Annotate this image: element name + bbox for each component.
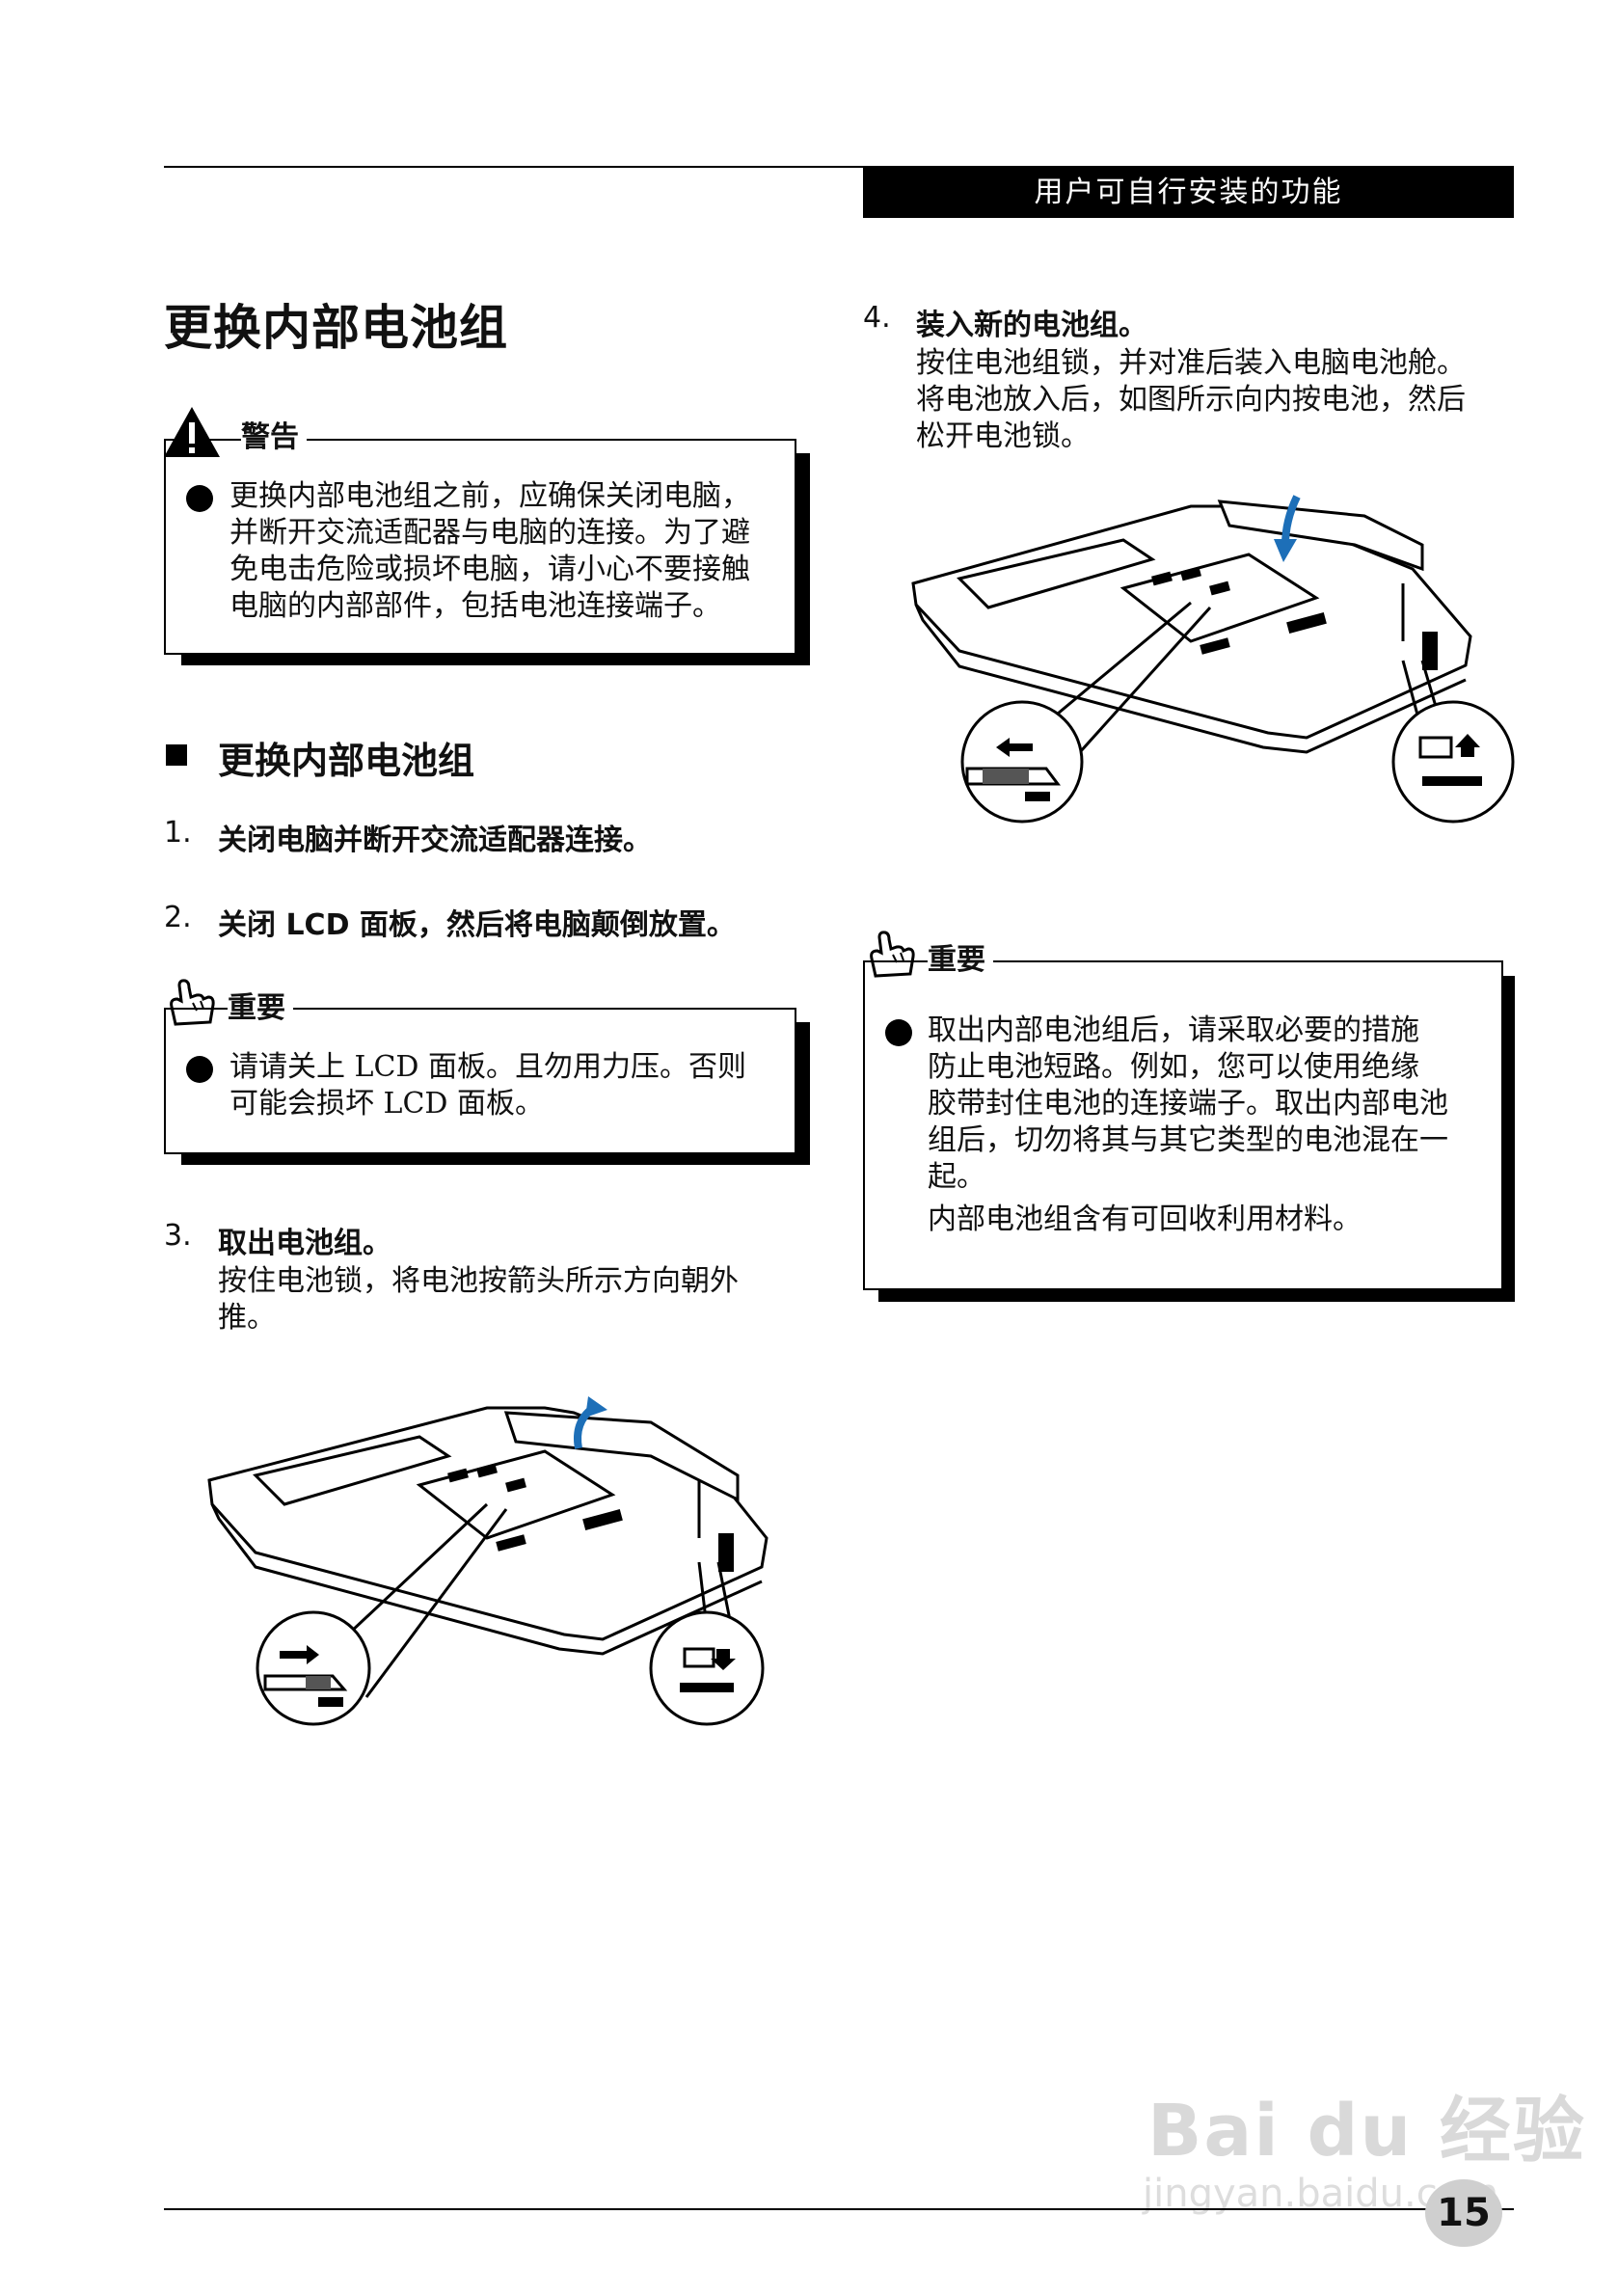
important-box-1 <box>164 1008 796 1154</box>
step-3-line: 推。 <box>218 1301 276 1335</box>
important-2-line: 取出内部电池组后，请采取必要的措施 <box>928 1013 1419 1047</box>
important-box-2-top-rule <box>993 960 1497 962</box>
step-4-body: 按住电池组锁，并对准后装入电脑电池舱。 将电池放入后，如图所示向内按电池，然后 … <box>916 345 1466 455</box>
important-1-text: 请请关上 LCD 面板。且勿用力压。否则 可能会损坏 LCD 面板。 <box>229 1049 746 1122</box>
warning-heading: 警告 <box>241 413 307 455</box>
hand-pointer-icon <box>170 979 215 1026</box>
step-3-line: 按住电池锁，将电池按箭头所示方向朝外 <box>218 1264 739 1298</box>
step-1-number: 1. <box>164 816 192 850</box>
header-rule <box>164 166 1514 168</box>
important-2-heading: 重要 <box>928 935 993 978</box>
step-4-number: 4. <box>863 301 891 335</box>
step-3-number: 3. <box>164 1219 192 1253</box>
bullet-dot <box>186 1056 213 1083</box>
important-2-line: 组后，切勿将其与其它类型的电池混在一 <box>928 1123 1448 1157</box>
warning-box-top-rule <box>318 439 791 441</box>
important-2-line: 内部电池组含有可回收利用材料。 <box>928 1202 1362 1236</box>
warning-line: 免电击危险或损坏电脑，请小心不要接触 <box>229 553 750 586</box>
install-battery-illustration <box>911 495 1515 824</box>
warning-line: 更换内部电池组之前，应确保关闭电脑， <box>229 479 750 513</box>
section-bullet-square <box>166 744 187 766</box>
page-number: 15 <box>1425 2179 1502 2247</box>
warning-line: 电脑的内部部件，包括电池连接端子。 <box>229 589 721 623</box>
important-2-line: 防止电池短路。例如，您可以使用绝缘 <box>928 1050 1419 1084</box>
warning-text: 更换内部电池组之前，应确保关闭电脑， 并断开交流适配器与电脑的连接。为了避 免电… <box>229 478 750 625</box>
watermark-logo: Bai du 经验 <box>1147 2090 1586 2173</box>
warning-box <box>164 439 796 655</box>
page-title: 更换内部电池组 <box>164 300 508 356</box>
bullet-dot <box>186 485 213 512</box>
important-box-2 <box>863 960 1503 1290</box>
important-2-line: 胶带封住电池的连接端子。取出内部电池 <box>928 1087 1448 1121</box>
important-1-line: 可能会损坏 LCD 面板。 <box>229 1087 545 1121</box>
hand-pointer-icon <box>870 931 915 978</box>
important-1-line: 请请关上 LCD 面板。且勿用力压。否则 <box>229 1050 747 1084</box>
bullet-dot <box>885 1019 912 1046</box>
warning-icon <box>164 407 220 457</box>
step-3-text: 取出电池组。 <box>218 1227 391 1260</box>
step-4-line: 按住电池组锁，并对准后装入电脑电池舱。 <box>916 346 1466 380</box>
footer-rule <box>164 2208 1514 2210</box>
step-3-body: 按住电池锁，将电池按箭头所示方向朝外 推。 <box>218 1263 739 1337</box>
step-2-number: 2. <box>164 901 192 934</box>
section-header-bar: 用户可自行安装的功能 <box>863 168 1514 218</box>
step-2-text: 关闭 LCD 面板，然后将电脑颠倒放置。 <box>218 908 736 942</box>
step-4-line: 松开电池锁。 <box>916 419 1090 453</box>
warning-line: 并断开交流适配器与电脑的连接。为了避 <box>229 516 750 550</box>
remove-battery-illustration <box>207 1396 769 1726</box>
important-box-1-top-rule <box>294 1008 791 1010</box>
step-4-line: 将电池放入后，如图所示向内按电池，然后 <box>916 383 1466 417</box>
important-2-line: 起。 <box>928 1160 985 1194</box>
section-heading: 更换内部电池组 <box>218 740 475 782</box>
important-1-heading: 重要 <box>228 984 293 1026</box>
step-4-text: 装入新的电池组。 <box>916 309 1147 342</box>
important-2-text: 取出内部电池组后，请采取必要的措施 防止电池短路。例如，您可以使用绝缘 胶带封住… <box>928 1013 1448 1238</box>
step-1-text: 关闭电脑并断开交流适配器连接。 <box>218 824 652 857</box>
